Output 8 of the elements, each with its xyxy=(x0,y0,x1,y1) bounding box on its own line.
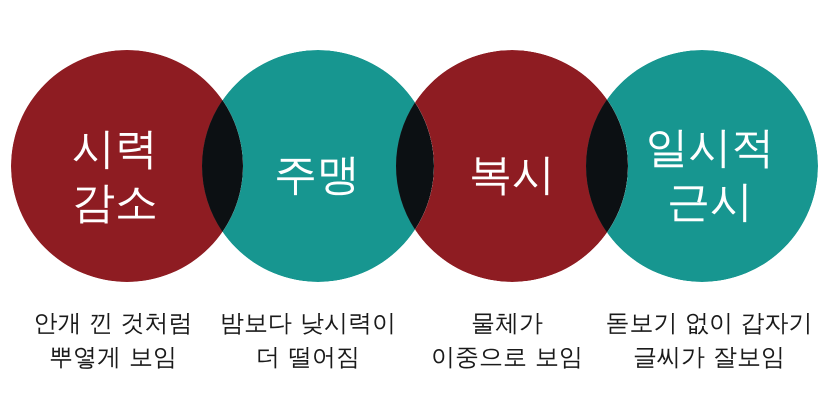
circle-title: 시력 감소 xyxy=(71,123,159,230)
circle-title: 일시적 근시 xyxy=(644,122,776,229)
description-text: 물체가 이중으로 보임 xyxy=(430,308,584,373)
description-text: 안개 낀 것처럼 뿌옇게 보임 xyxy=(32,308,194,373)
circle-title: 주맹 xyxy=(273,149,361,202)
description-text: 밤보다 낮시력이 더 떨어짐 xyxy=(219,308,397,373)
circle-title: 복시 xyxy=(468,149,556,202)
description-text: 돋보기 없이 갑자기 글씨가 잘보임 xyxy=(604,308,814,373)
